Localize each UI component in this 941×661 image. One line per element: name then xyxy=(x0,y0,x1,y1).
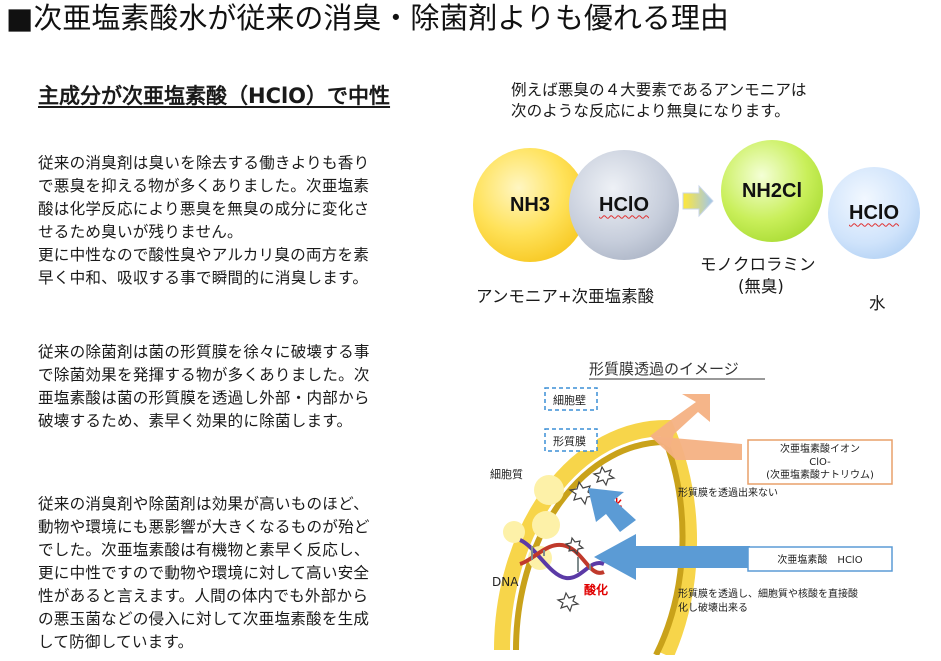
reaction-arrow-icon xyxy=(682,184,714,218)
paragraph-line: 性があると言えます。人間の体内でも外部から xyxy=(38,587,369,605)
nh3-molecule-circle: NH3 xyxy=(473,148,587,262)
reaction-intro-line: 例えば悪臭の４大要素であるアンモニアは xyxy=(511,81,807,99)
nh2cl-label: NH2Cl xyxy=(741,179,802,202)
dna-label: DNA xyxy=(492,575,519,589)
membrane-label: 形質膜 xyxy=(553,434,586,448)
cell-wall-label: 細胞壁 xyxy=(553,393,586,407)
blocked-ion-arrow xyxy=(650,394,742,460)
dna-helix-icon xyxy=(519,538,605,581)
paragraph-safety: 従来の消臭剤や除菌剤は効果が高いものほど、 動物や環境にも悪影響が大きくなるもの… xyxy=(38,493,438,654)
paragraph-line: 従来の消臭剤は臭いを除去する働きよりも香り xyxy=(38,154,370,172)
paragraph-line: 亜塩素酸は菌の形質膜を透過し外部・内部から xyxy=(38,389,370,407)
membrane-label-box xyxy=(544,428,598,452)
oxidation-label-lower: 酸化 xyxy=(584,582,608,597)
paragraph-line: の悪玉菌などの侵入に対して次亜塩素酸を生成 xyxy=(38,610,370,628)
hypochlorite-ion-box xyxy=(747,439,893,485)
pass-text-line: 化し破壊出来る xyxy=(678,601,748,614)
cell-membrane-arc xyxy=(513,438,686,655)
paragraph-line: 従来の除菌剤は菌の形質膜を徐々に破壊する事 xyxy=(38,343,370,361)
paragraph-line: 早く中和、吸収する事で瞬間的に消臭します。 xyxy=(38,269,369,287)
ion-box-line: ClO- xyxy=(809,457,831,468)
paragraph-line: 更に中性ですので動物や環境に対して高い安全 xyxy=(38,564,370,582)
paragraph-line: でした。次亜塩素酸は有機物と素早く反応し、 xyxy=(38,541,370,559)
paragraph-line: 更に中性なので酸性臭やアルカリ臭の両方を素 xyxy=(38,246,370,264)
paragraph-deodorant: 従来の消臭剤は臭いを除去する働きよりも香り で悪臭を抑える物が多くありました。次… xyxy=(38,152,438,290)
cell-wall-label-box xyxy=(544,387,598,411)
cytoplasm-blob xyxy=(534,475,564,505)
hclo-product-label: HClO xyxy=(849,201,899,224)
paragraph-line: で悪臭を抑える物が多くありました。次亜塩素 xyxy=(38,177,370,195)
ion-box-line: 次亜塩素酸イオン xyxy=(780,442,860,455)
hclo-product-circle: HClO xyxy=(828,167,920,259)
reactants-label: アンモニア+次亜塩素酸 xyxy=(476,287,655,306)
hclo-molecule-circle: HClO xyxy=(569,150,679,260)
hclo-box xyxy=(747,546,893,572)
hclo-entry-arrow xyxy=(594,534,750,580)
paragraph-line: 従来の消臭剤や除菌剤は効果が高いものほど、 xyxy=(38,495,369,513)
no-pass-text: 形質膜を透過出来ない xyxy=(678,486,778,499)
water-label: 水 xyxy=(869,294,886,313)
nh2cl-molecule-circle: NH2Cl xyxy=(721,140,823,242)
paragraph-line: して防御しています。 xyxy=(38,633,194,651)
section-heading: 主成分が次亜塩素酸（HClO）で中性 xyxy=(38,84,391,108)
cytoplasm-blob xyxy=(503,521,525,543)
paragraph-line: 破壊するため、素早く効果的に除菌します。 xyxy=(38,412,353,430)
hclo-label: HClO xyxy=(599,193,649,216)
ion-box-line: (次亜塩素酸ナトリウム) xyxy=(766,468,874,481)
paragraph-disinfectant: 従来の除菌剤は菌の形質膜を徐々に破壊する事 で除菌効果を発揮する物が多くありまし… xyxy=(38,341,438,433)
pass-text-line: 形質膜を透過し、細胞質や核酸を直接酸 xyxy=(678,587,858,600)
hclo-box-label: 次亜塩素酸 HClO xyxy=(777,553,862,566)
cytoplasm-label: 細胞質 xyxy=(490,467,523,481)
reaction-intro-line: 次のような反応により無臭になります。 xyxy=(511,102,790,120)
nh3-label: NH3 xyxy=(509,193,550,216)
paragraph-line: で除菌効果を発揮する物が多くありました。次 xyxy=(38,366,370,384)
paragraph-line: せるため臭いが残りません。 xyxy=(38,223,243,241)
cytoplasm-blob xyxy=(532,511,560,539)
page-title: ■次亜塩素酸水が従来の消臭・除菌剤よりも優れる理由 xyxy=(6,1,729,35)
monochloramine-label: モノクロラミン xyxy=(700,255,816,274)
cell-wall-arc xyxy=(494,419,698,655)
paragraph-line: 酸は化学反応により悪臭を無臭の成分に変化さ xyxy=(38,200,370,218)
membrane-diagram: 形質膜透過のイメージ 細胞壁 形質膜 細胞質 DNA 酸化 酸化 次亜塩素酸 xyxy=(490,360,893,655)
membrane-diagram-title: 形質膜透過のイメージ xyxy=(589,360,739,378)
odorless-label: (無臭) xyxy=(738,277,784,296)
paragraph-line: 動物や環境にも悪影響が大きくなるものが殆ど xyxy=(38,518,370,536)
hclo-oxidation-arrow xyxy=(588,488,636,532)
